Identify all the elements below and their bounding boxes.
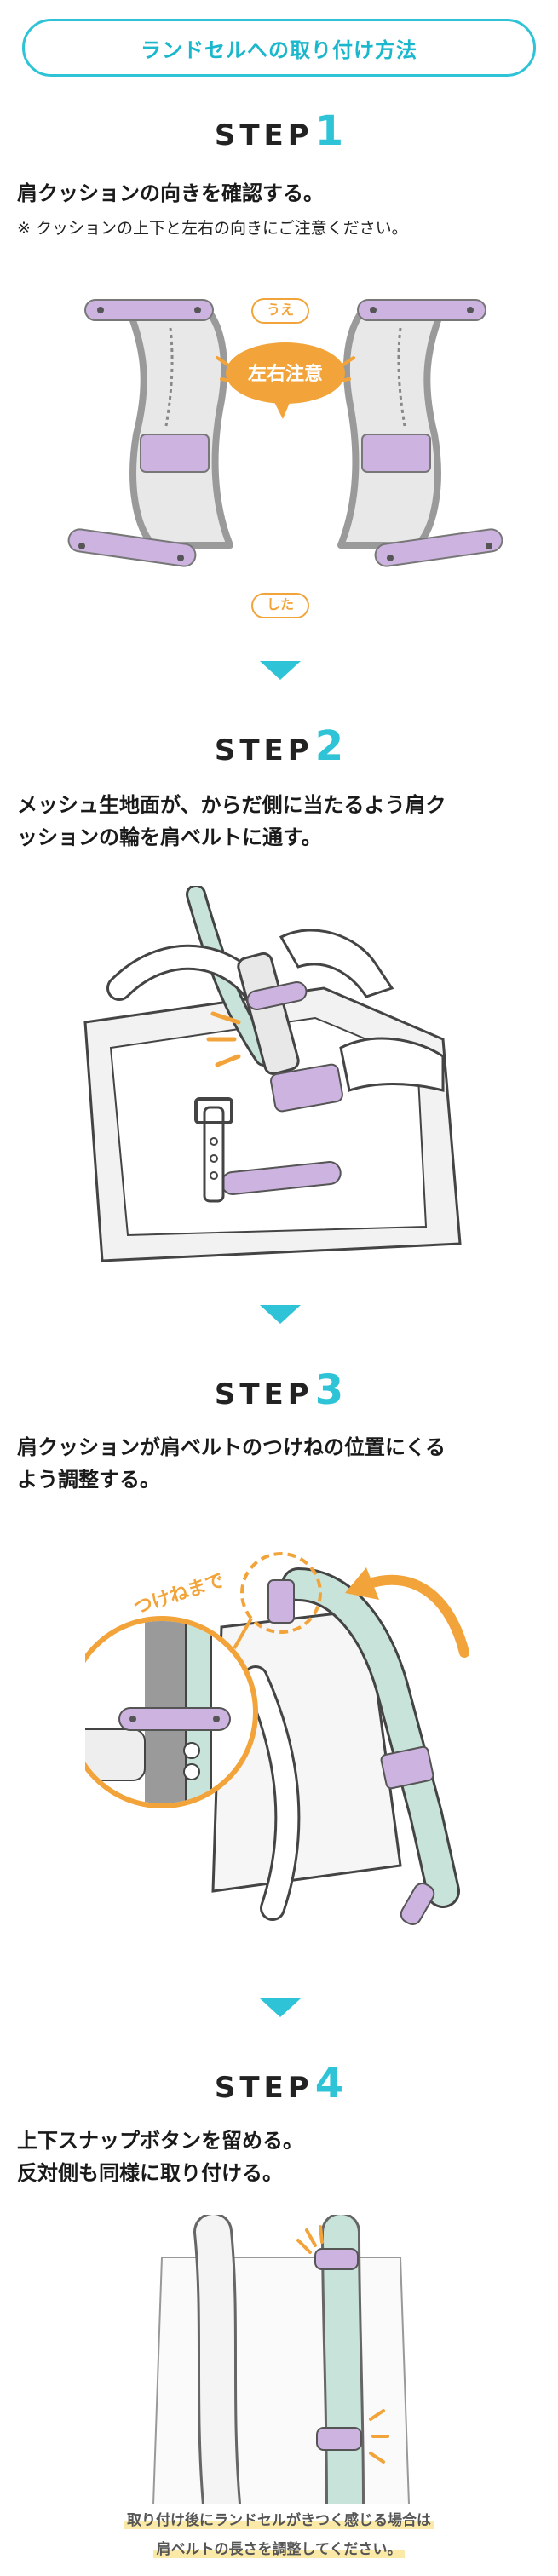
left-cushion-icon [67,299,233,567]
step-1-note: ※ クッションの上下と左右の向きにご注意ください。 [17,219,408,238]
step-2-instruction-line-1: メッシュ生地面が、からだ側に当たるよう肩ク [17,793,446,817]
step-3-instruction-line-2: よう調整する。 [17,1468,160,1492]
footer-note-line-1: 取り付け後にランドセルがきつく感じる場合は [124,2512,434,2529]
step-2-title: STEP2 [0,722,558,770]
step-4-instruction-line-1: 上下スナップボタンを留める。 [17,2129,303,2153]
right-cushion-icon [337,299,503,567]
step-3-number: 3 [314,1366,344,1414]
page-title: ランドセルへの取り付け方法 [22,19,536,77]
step-4-illustration [152,2215,411,2504]
step-3-title: STEP3 [0,1366,558,1414]
caution-bubble: 左右注意 [226,342,345,419]
top-tag: うえ [251,298,309,324]
footer-note: 取り付け後にランドセルがきつく感じる場合は 肩ベルトの長さを調整してください。 [77,2506,481,2564]
callout-text: つけねまで [131,1570,227,1619]
down-arrow-icon [260,1305,301,1324]
step-4-number: 4 [314,2060,344,2107]
step-4-label: STEP [214,2071,314,2105]
step-1-title: STEP1 [0,107,558,155]
footer-note-line-2: 肩ベルトの長さを調整してください。 [152,2541,406,2558]
step-3-instruction-line-1: 肩クッションが肩ベルトのつけねの位置にくる [17,1435,446,1459]
step-2-number: 2 [314,722,344,770]
step-3-illustration: つけねまで [85,1552,469,1925]
step-4-title: STEP4 [0,2060,558,2107]
step-1-instruction: 肩クッションの向きを確認する。 [17,181,324,205]
step-1-label: STEP [214,118,314,152]
motion-lines-icon [206,1011,241,1067]
down-arrow-icon [260,661,301,680]
bottom-tag: した [251,593,309,618]
step-3-label: STEP [214,1377,314,1412]
step-2-instruction-line-2: ッションの輪を肩ベルトに通す。 [17,825,322,849]
step-2-illustration [83,886,462,1262]
step-1-number: 1 [314,107,344,155]
motion-lines-icon [296,2225,389,2464]
rotate-arrow-icon [345,1567,379,1600]
step-1-illustration: 左右注意 [67,299,503,567]
down-arrow-icon [260,1998,301,2017]
step-4-instruction-line-2: 反対側も同様に取り付ける。 [17,2161,283,2185]
caution-bubble-text: 左右注意 [248,363,323,385]
step-2-label: STEP [214,733,314,768]
